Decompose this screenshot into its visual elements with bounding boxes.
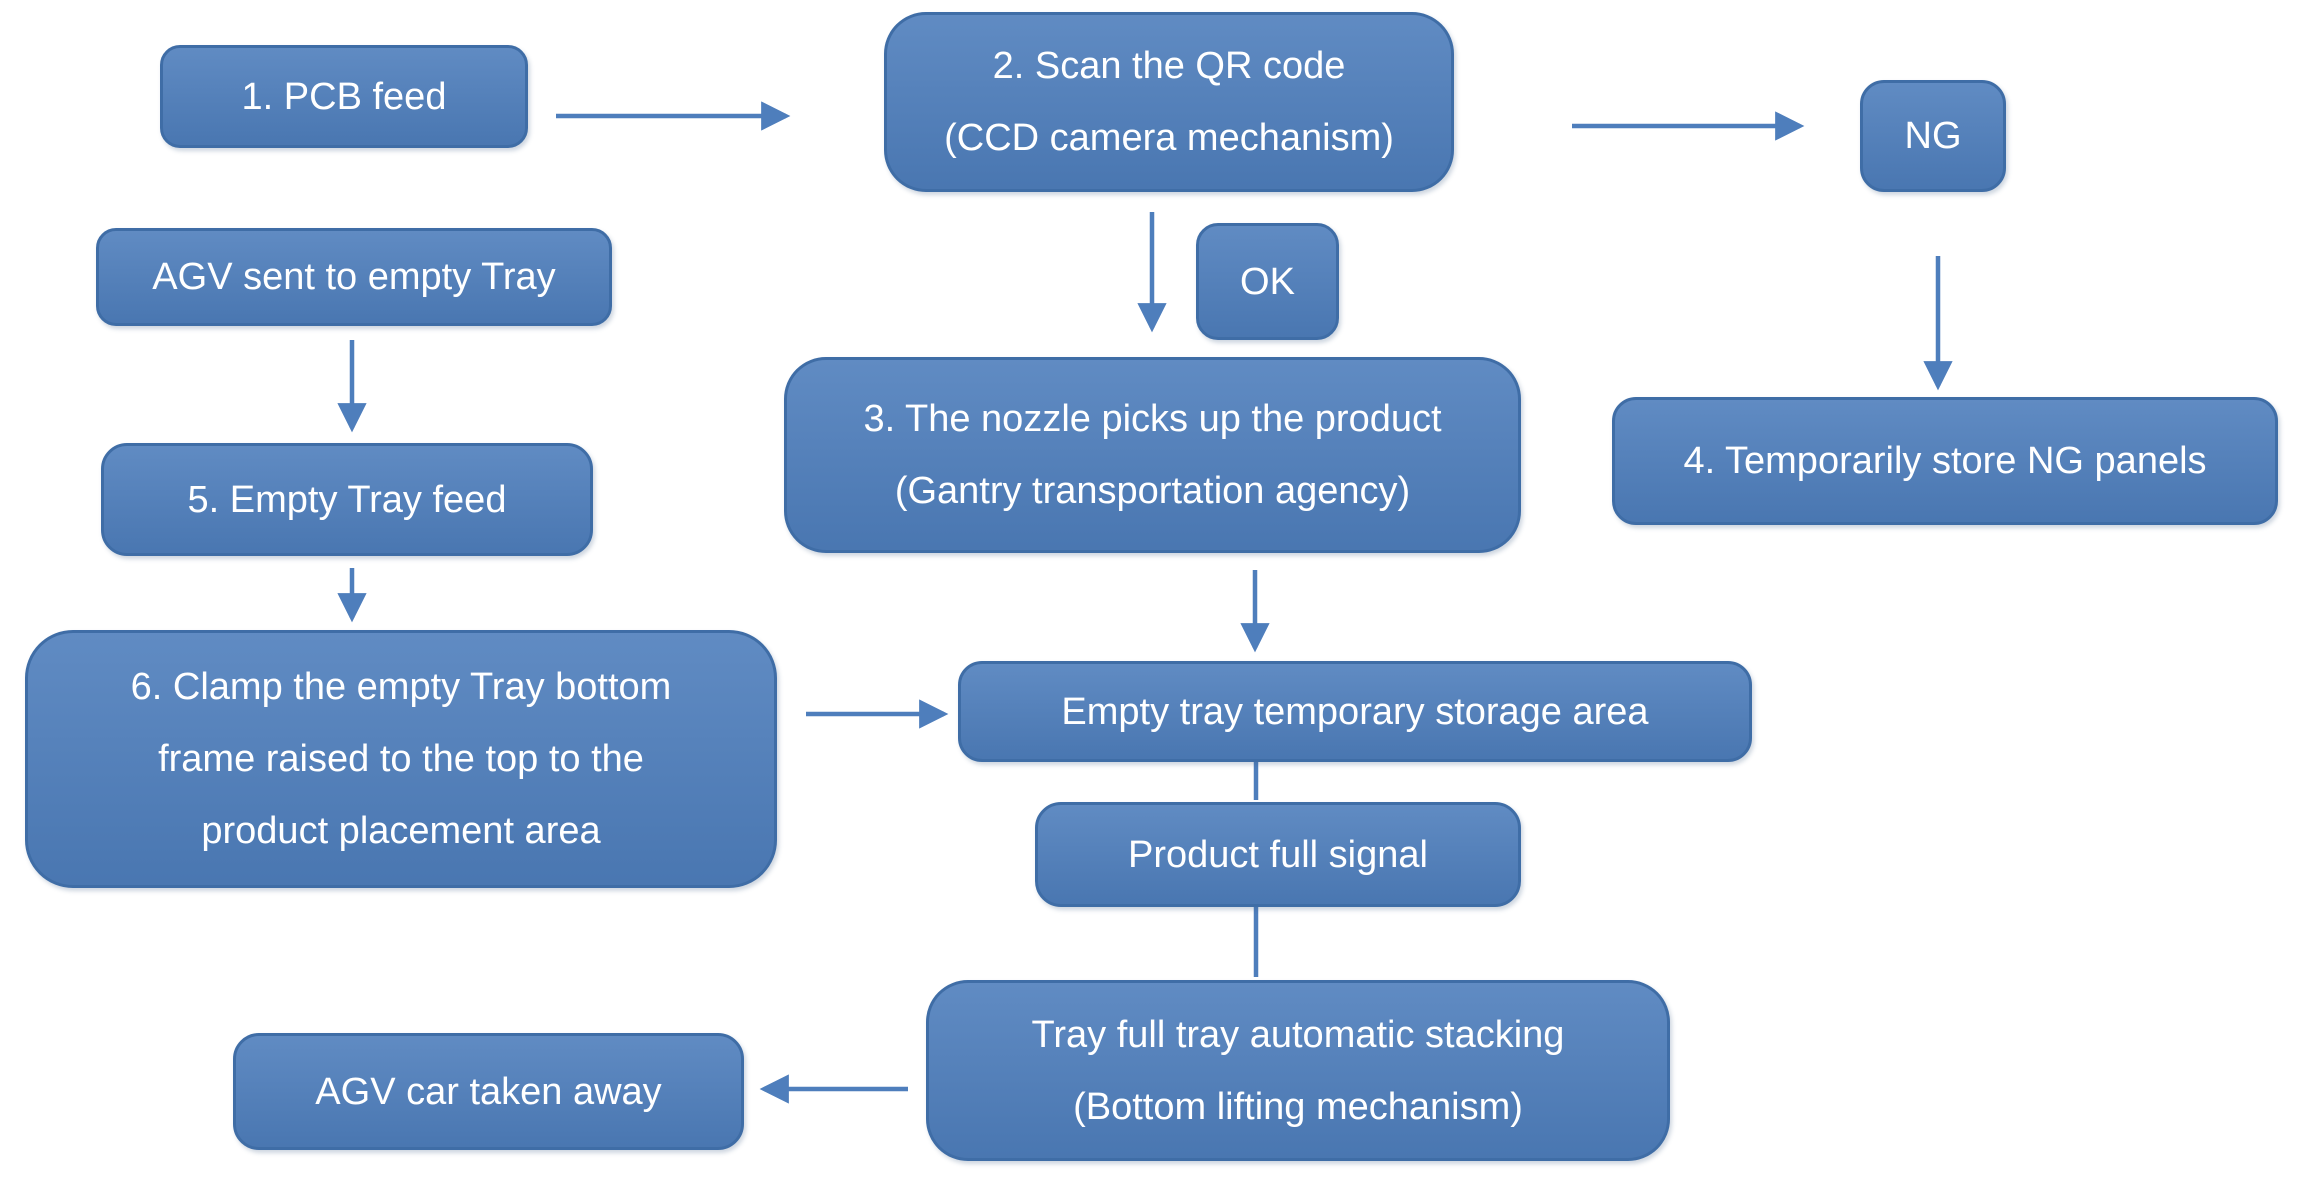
node-nozzle-line-1: 3. The nozzle picks up the product [863,398,1442,440]
node-product-full-label: Product full signal [1128,833,1428,876]
node-clamp-line-2: frame raised to the top to the [158,738,644,780]
node-store-ng: 4. Temporarily store NG panels [1612,397,2278,525]
node-clamp-line-1: 6. Clamp the empty Tray bottom [130,666,672,708]
node-scan-qr: 2. Scan the QR code (CCD camera mechanis… [884,12,1454,192]
node-empty-tray-feed-label: 5. Empty Tray feed [187,478,507,521]
node-clamp-line-3: product placement area [201,810,601,852]
node-agv-sent: AGV sent to empty Tray [96,228,612,326]
node-ok-label: OK [1240,260,1295,303]
node-scan-qr-line-2: (CCD camera mechanism) [944,117,1394,159]
node-ng: NG [1860,80,2006,192]
node-ng-label: NG [1904,115,1962,157]
node-store-ng-label: 4. Temporarily store NG panels [1683,440,2207,482]
node-empty-tray-feed: 5. Empty Tray feed [101,443,593,556]
node-tray-full: Tray full tray automatic stacking (Botto… [926,980,1670,1161]
node-clamp: 6. Clamp the empty Tray bottom frame rai… [25,630,777,888]
node-pcb-feed-label: 1. PCB feed [241,75,447,118]
node-empty-tray-storage: Empty tray temporary storage area [958,661,1752,762]
node-tray-full-line-1: Tray full tray automatic stacking [1031,1013,1565,1056]
node-agv-away: AGV car taken away [233,1033,744,1150]
node-scan-qr-line-1: 2. Scan the QR code [992,45,1346,87]
node-empty-tray-storage-label: Empty tray temporary storage area [1061,690,1649,733]
node-agv-sent-label: AGV sent to empty Tray [152,256,556,298]
node-nozzle-line-2: (Gantry transportation agency) [894,470,1411,512]
node-ok: OK [1196,223,1339,340]
node-product-full: Product full signal [1035,802,1521,907]
node-agv-away-label: AGV car taken away [315,1070,662,1113]
node-nozzle: 3. The nozzle picks up the product (Gant… [784,357,1521,553]
node-pcb-feed: 1. PCB feed [160,45,528,148]
node-tray-full-line-2: (Bottom lifting mechanism) [1073,1085,1523,1128]
